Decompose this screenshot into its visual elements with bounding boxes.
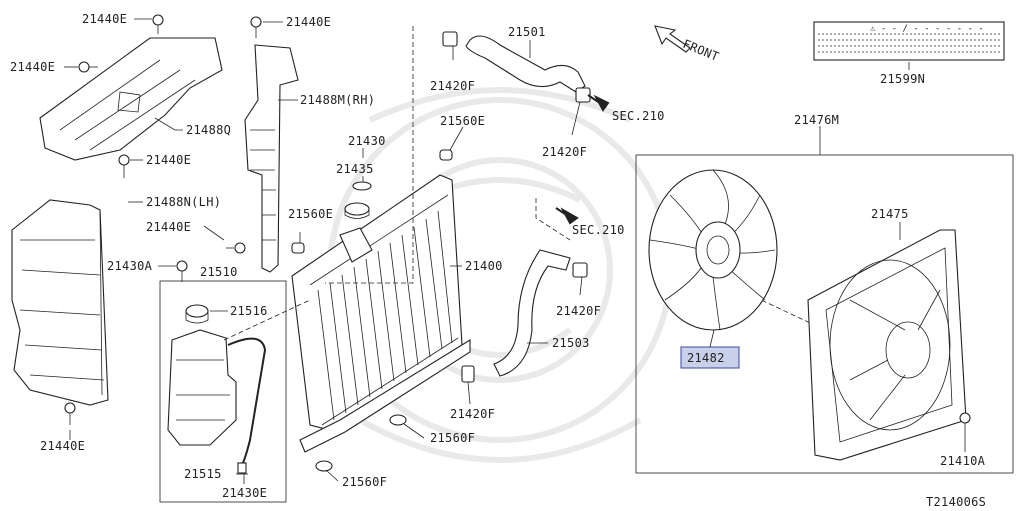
radiator-cap-21430[interactable] <box>344 202 370 219</box>
reservoir-group-box <box>159 280 287 503</box>
lower-hose-21503[interactable] <box>493 249 571 377</box>
clip-21430E[interactable] <box>237 462 247 474</box>
label-21482[interactable]: 21482 <box>687 351 725 365</box>
label-21515: 21515 <box>184 467 222 481</box>
clip-21440E-top-mid[interactable] <box>250 16 262 38</box>
fan-blade-21482[interactable] <box>648 169 778 331</box>
reservoir-tank-21510[interactable] <box>167 329 237 446</box>
label-21475: 21475 <box>871 207 909 221</box>
label-21488M: 21488M(RH) <box>300 93 375 107</box>
label-21400: 21400 <box>465 259 503 273</box>
mount-21560F-bottom[interactable] <box>315 460 333 472</box>
hose-clamp-21420F-d[interactable] <box>461 365 475 383</box>
label-21488Q: 21488Q <box>186 123 231 137</box>
upper-hose-21501[interactable] <box>465 35 586 93</box>
clip-21440E-bottom[interactable] <box>64 402 76 425</box>
fan-assembly-box <box>635 154 1014 474</box>
fan-shroud-21475[interactable] <box>807 229 967 461</box>
radiator-21400[interactable] <box>291 174 471 453</box>
label-21476M: 21476M <box>794 113 839 127</box>
front-arrow-icon <box>654 25 691 53</box>
label-21420F-b: 21420F <box>542 145 587 159</box>
label-21560E-left: 21560E <box>288 207 333 221</box>
guide-line-2 <box>535 198 571 241</box>
label-21510: 21510 <box>200 265 238 279</box>
caution-label-text: ⚠ - - / - - - - - - - <box>870 24 984 34</box>
hose-clamp-21420F-a[interactable] <box>442 31 458 47</box>
label-21503: 21503 <box>552 336 590 350</box>
bolt-21430A[interactable] <box>176 260 188 282</box>
label-sec210-a: SEC.210 <box>612 109 665 123</box>
label-21440E-center2: 21440E <box>146 220 191 234</box>
hose-clamp-21420F-c[interactable] <box>572 262 588 278</box>
clip-21440E-mid-left[interactable] <box>78 61 98 73</box>
mount-21560F-mid[interactable] <box>389 414 407 426</box>
label-21440E-bottom: 21440E <box>40 439 85 453</box>
arrow-to-sec210-b <box>555 207 579 225</box>
clip-21440E-top-left[interactable] <box>152 14 164 34</box>
label-21420F-d: 21420F <box>450 407 495 421</box>
label-21560F-bottom: 21560F <box>342 475 387 489</box>
gasket-21435[interactable] <box>352 181 372 191</box>
grommet-21560E-left[interactable] <box>291 242 305 254</box>
grommet-21560E-top[interactable] <box>439 149 453 161</box>
label-21516: 21516 <box>230 304 268 318</box>
diagram-code: T214006S <box>926 495 986 509</box>
leader-lines <box>64 18 966 484</box>
reservoir-cap-21516[interactable] <box>185 304 209 324</box>
label-21501: 21501 <box>508 25 546 39</box>
arrow-to-sec210-a <box>587 94 610 112</box>
label-21430: 21430 <box>348 134 386 148</box>
label-21420F-c: 21420F <box>556 304 601 318</box>
label-21560E-top: 21560E <box>440 114 485 128</box>
clip-21440E-center2[interactable] <box>226 242 246 254</box>
air-guide-upper-21488Q[interactable] <box>39 37 223 161</box>
bolt-21410A[interactable] <box>959 412 971 436</box>
label-sec210-b: SEC.210 <box>572 223 625 237</box>
label-21410A: 21410A <box>940 454 986 468</box>
label-21599N: 21599N <box>880 72 925 86</box>
air-guide-rh-21488M[interactable] <box>244 44 299 273</box>
air-guide-lh-21488N[interactable] <box>11 199 109 406</box>
label-21440E-top-left: 21440E <box>82 12 127 26</box>
label-21430A: 21430A <box>107 259 153 273</box>
label-front: FRONT <box>681 37 721 64</box>
caution-label-21599N[interactable]: ⚠ - - / - - - - - - - <box>813 21 1005 61</box>
guide-line-1 <box>325 26 414 284</box>
hose-clamp-21420F-b[interactable] <box>575 87 591 103</box>
label-21430E: 21430E <box>222 486 267 500</box>
label-21435: 21435 <box>336 162 374 176</box>
clip-21440E-center[interactable] <box>118 154 130 178</box>
label-21440E-center: 21440E <box>146 153 191 167</box>
label-21420F-a: 21420F <box>430 79 475 93</box>
label-21560F-mid: 21560F <box>430 431 475 445</box>
label-21488N: 21488N(LH) <box>146 195 221 209</box>
label-21440E-mid-left: 21440E <box>10 60 55 74</box>
label-21440E-top-mid: 21440E <box>286 15 331 29</box>
